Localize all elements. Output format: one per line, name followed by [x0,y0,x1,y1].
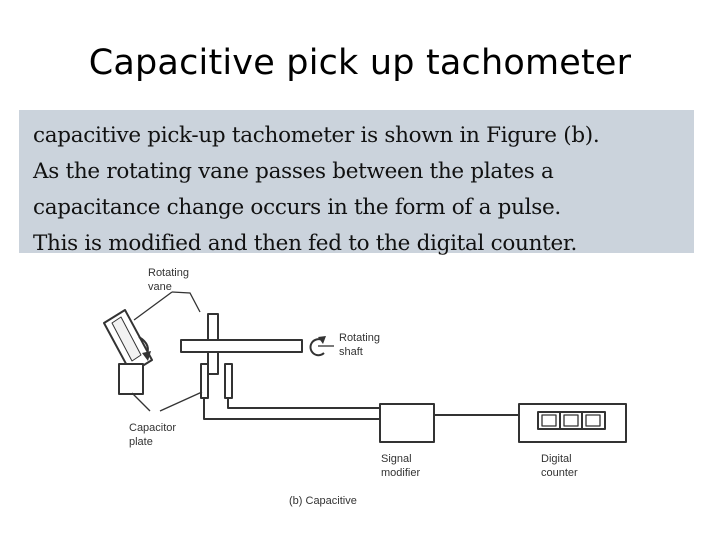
capacitor-plate-lower-right [224,363,233,399]
capacitor-leader-line-2 [131,392,151,412]
rotating-shaft [180,339,303,353]
description-line-4: This is modified and then fed to the dig… [33,231,578,256]
shaft-rotation-arrowhead-icon [318,336,326,344]
capacitor-leader-line [159,391,203,412]
rotating-vane [103,309,153,374]
label-signal-modifier-line1: Signal [381,453,412,465]
vane-leader-line [171,291,201,313]
label-rotating-vane-line1: Rotating [148,267,189,279]
diagram-caption: (b) Capacitive [289,495,357,507]
signal-wires [203,398,519,420]
capacitor-plate-left [118,363,144,395]
label-rotating-shaft-line2: shaft [339,346,363,358]
label-signal-modifier-line2: modifier [381,467,420,479]
description-line-1: capacitive pick-up tachometer is shown i… [33,123,600,148]
shaft-rotation-arrow [309,338,325,357]
label-rotating-vane-line2: vane [148,281,172,293]
digital-counter-display [537,411,606,430]
label-digital-counter-line1: Digital [541,453,572,465]
signal-modifier-box [379,403,435,443]
label-capacitor-plate-line2: plate [129,436,153,448]
vane-rotation-arrowhead-icon [142,351,151,361]
description-line-3: capacitance change occurs in the form of… [33,195,561,220]
description-panel: capacitive pick-up tachometer is shown i… [19,110,694,256]
capacitor-plate-lower-left [200,363,209,399]
vane-leader-line-2 [133,291,173,321]
slide-title: Capacitive pick up tachometer [88,43,632,83]
label-capacitor-plate-line1: Capacitor [129,422,176,434]
label-rotating-shaft-line1: Rotating [339,332,380,344]
label-digital-counter-line2: counter [541,467,578,479]
description-line-2: As the rotating vane passes between the … [33,159,554,184]
